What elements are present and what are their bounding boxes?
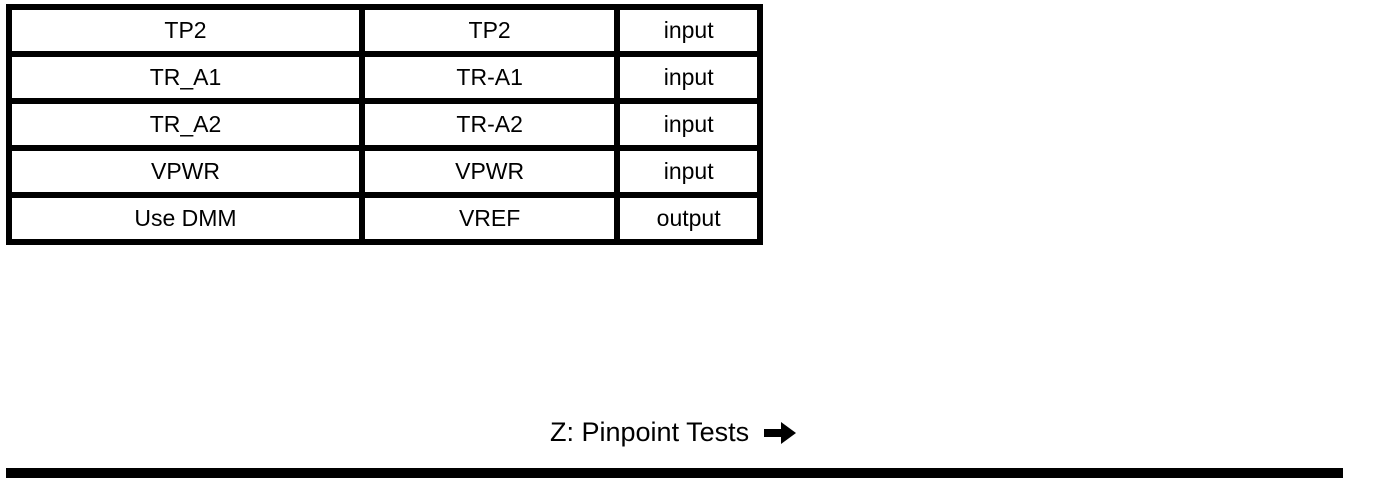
table-cell: VPWR xyxy=(6,145,365,198)
table-cell: input xyxy=(614,51,763,104)
table-cell: VREF xyxy=(358,192,621,245)
table-cell: TR_A2 xyxy=(6,98,365,151)
table-row: VPWR VPWR input xyxy=(6,145,763,198)
table-cell: TP2 xyxy=(358,4,621,57)
table-cell: TP2 xyxy=(6,4,365,57)
table-row: Use DMM VREF output xyxy=(6,192,763,245)
pinpoint-tests-link[interactable]: Z: Pinpoint Tests xyxy=(550,417,797,447)
table-cell: input xyxy=(614,145,763,198)
table-cell: TR-A2 xyxy=(358,98,621,151)
table-cell: TR-A1 xyxy=(358,51,621,104)
pinpoint-tests-label: Z: Pinpoint Tests xyxy=(550,417,750,447)
table-cell: input xyxy=(614,4,763,57)
table-row: TP2 TP2 input xyxy=(6,4,763,57)
signal-table: TP2 TP2 input TR_A1 TR-A1 input TR_A2 TR… xyxy=(6,4,763,245)
table-cell: output xyxy=(614,192,763,245)
table-cell: VPWR xyxy=(358,145,621,198)
table-row: TR_A2 TR-A2 input xyxy=(6,98,763,151)
footer-divider-bar xyxy=(6,468,1343,478)
right-arrow-icon xyxy=(764,421,797,444)
table-row: TR_A1 TR-A1 input xyxy=(6,51,763,104)
table-cell: TR_A1 xyxy=(6,51,365,104)
table-cell: Use DMM xyxy=(6,192,365,245)
table-cell: input xyxy=(614,98,763,151)
